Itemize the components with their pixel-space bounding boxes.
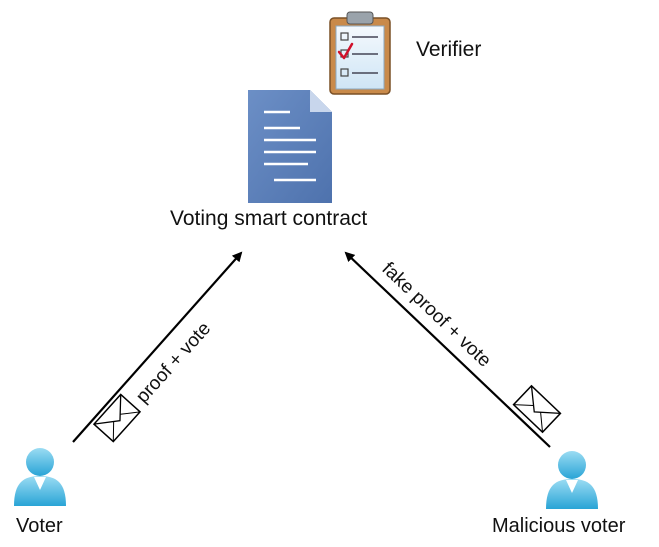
envelope-icon — [512, 384, 562, 434]
voter-label: Voter — [16, 515, 63, 537]
voter-arrow — [72, 251, 243, 443]
user-icon — [14, 448, 66, 506]
malicious-edge-label: fake proof + vote — [378, 258, 495, 371]
malicious-voter-arrow — [344, 251, 551, 448]
verifier-label: Verifier — [416, 38, 482, 61]
document-icon — [248, 90, 332, 203]
envelope-icon — [92, 393, 142, 443]
clipboard-checklist-icon — [329, 11, 391, 95]
user-icon — [546, 451, 598, 509]
voting-smart-contract-label: Voting smart contract — [170, 207, 368, 230]
malicious-voter-label: Malicious voter — [492, 515, 626, 537]
